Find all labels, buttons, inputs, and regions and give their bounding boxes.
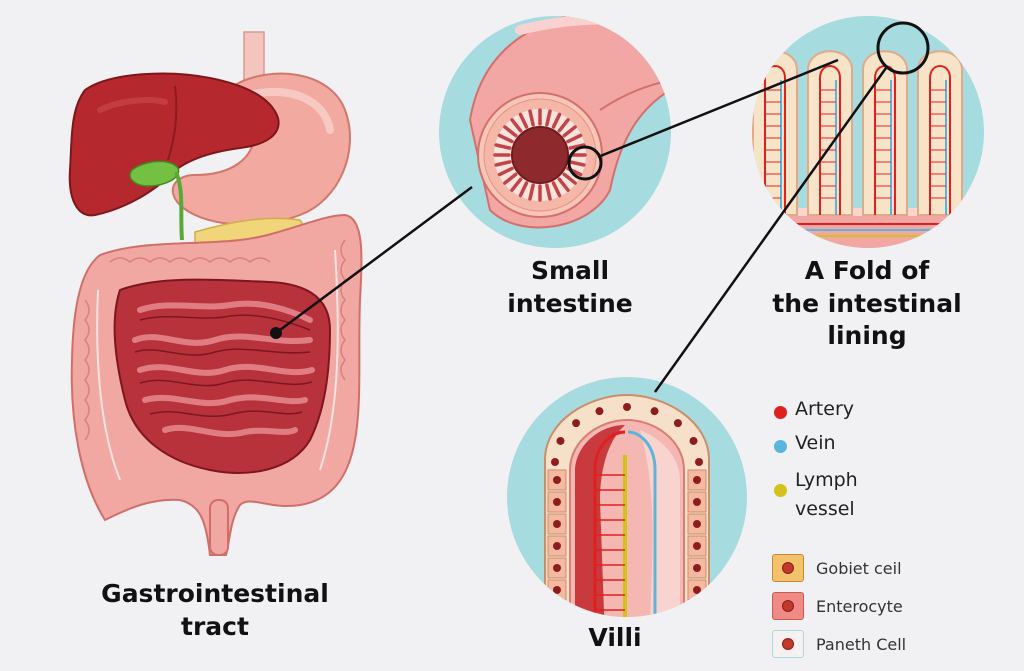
legend-lymph-line2: vessel bbox=[795, 497, 855, 520]
villus-stroke bbox=[503, 172, 518, 185]
legend-enterocyte-label: Enterocyte bbox=[816, 596, 903, 616]
villus-stroke bbox=[566, 133, 583, 144]
legend-paneth-label: Paneth Cell bbox=[816, 634, 907, 654]
small-intestine-zoom bbox=[439, 16, 671, 248]
caption-fold-line1: A Fold of bbox=[804, 256, 930, 285]
villus-stroke bbox=[551, 181, 562, 198]
legend-artery-label: Artery bbox=[795, 398, 855, 420]
enterocyte-icon bbox=[772, 592, 804, 620]
villus-stroke bbox=[503, 125, 518, 138]
villus-stroke bbox=[518, 181, 529, 198]
villus-stroke bbox=[557, 177, 570, 192]
fold-villus bbox=[807, 50, 853, 216]
caption-small-line1: Small bbox=[530, 256, 610, 285]
connector-small-to-fold bbox=[597, 58, 839, 159]
villus-stroke bbox=[518, 112, 529, 129]
caption-small-intestine: Small intestine bbox=[470, 255, 670, 320]
fold-villus bbox=[917, 50, 963, 216]
villus-stroke bbox=[562, 125, 577, 138]
paneth-cell-icon bbox=[772, 630, 804, 658]
caption-fold-line2: the intestinal bbox=[772, 288, 962, 318]
villus-stroke bbox=[510, 177, 523, 192]
villus-stroke bbox=[528, 109, 535, 127]
legend-goblet-label: Gobiet ceil bbox=[816, 558, 902, 578]
villus-stroke bbox=[545, 183, 552, 201]
caption-small-line2: intestine bbox=[507, 288, 633, 318]
villus-stroke bbox=[497, 166, 514, 177]
lymph-dot-icon bbox=[774, 484, 787, 497]
legend-lymph: Lymph vessel bbox=[772, 466, 1012, 523]
caption-gi-line1: Gastrointestinal bbox=[101, 579, 329, 608]
villi-zoom bbox=[507, 377, 747, 617]
connector-gi-to-small bbox=[275, 185, 473, 335]
legend-artery: Artery bbox=[772, 398, 1012, 420]
connector-dot bbox=[270, 327, 282, 339]
gastrointestinal-tract-illustration bbox=[68, 31, 363, 556]
connector-lines bbox=[270, 58, 888, 393]
villus-stroke bbox=[545, 109, 552, 127]
connector-fold-to-villi bbox=[653, 67, 888, 393]
legend-vein-label: Vein bbox=[795, 432, 836, 454]
villus-stroke bbox=[551, 112, 562, 129]
legend-goblet: Gobiet ceil bbox=[772, 554, 1012, 582]
legend-vein: Vein bbox=[772, 432, 1012, 454]
gallbladder bbox=[129, 160, 180, 187]
legend-lymph-line1: Lymph bbox=[795, 469, 858, 491]
villus-stroke bbox=[557, 118, 570, 133]
villus-stroke bbox=[562, 172, 577, 185]
liver bbox=[68, 72, 280, 217]
villus-stroke bbox=[494, 143, 512, 150]
fold-villus bbox=[862, 50, 908, 216]
vessel-legend: Artery Vein Lymph vessel bbox=[772, 398, 1012, 523]
caption-gi-line2: tract bbox=[181, 611, 249, 641]
intestinal-fold-zoom bbox=[752, 16, 984, 248]
caption-fold: A Fold of the intestinal lining bbox=[752, 255, 982, 353]
legend-paneth: Paneth Cell bbox=[772, 630, 1012, 658]
villus-stroke bbox=[510, 118, 523, 133]
fold-villus bbox=[752, 50, 798, 216]
villus-stroke bbox=[568, 160, 586, 167]
legend-enterocyte: Enterocyte bbox=[772, 592, 1012, 620]
goblet-cell-icon bbox=[772, 554, 804, 582]
caption-fold-line3: lining bbox=[827, 321, 907, 350]
villus-stroke bbox=[528, 183, 535, 201]
caption-villi: Villi bbox=[588, 623, 642, 652]
vein-dot-icon bbox=[774, 440, 787, 453]
villus-stroke bbox=[568, 143, 586, 150]
caption-gastrointestinal-tract: Gastrointestinal tract bbox=[60, 578, 370, 643]
villus-stroke bbox=[497, 133, 514, 144]
artery-dot-icon bbox=[774, 406, 787, 419]
villus-stroke bbox=[494, 160, 512, 167]
